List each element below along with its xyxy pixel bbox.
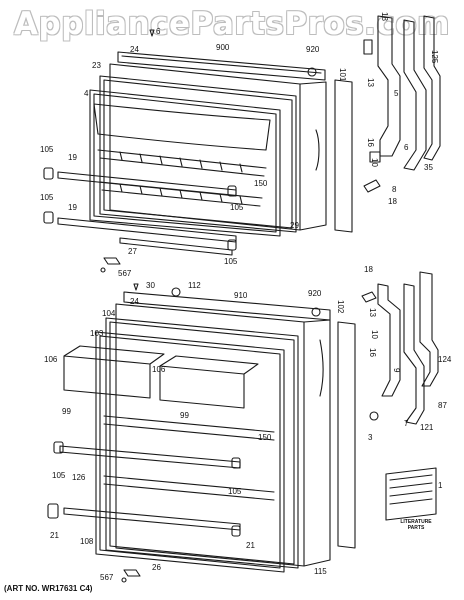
callout-fresh-24: 24: [130, 297, 139, 306]
freezer-hinge-3: [423, 15, 441, 161]
callout-fresh-3: 3: [368, 433, 373, 442]
callout-freezer-18-bottom: 18: [388, 197, 397, 206]
callout-fresh-124: 124: [438, 355, 452, 364]
callout-fresh-16: 16: [368, 348, 377, 357]
callout-fresh-7: 7: [404, 419, 409, 428]
callout-freezer-6b: 6: [404, 143, 409, 152]
callout-fresh-99-b: 99: [180, 411, 189, 420]
callout-freezer-125: 125: [430, 50, 439, 64]
freezer-side-strip: [334, 79, 353, 233]
callout-fresh-87: 87: [438, 401, 447, 410]
freezer-hinge-2: [403, 19, 427, 171]
fresh-hinge-1: [377, 283, 401, 397]
callout-fresh-112: 112: [188, 281, 201, 290]
callout-freezer-13: 13: [366, 78, 375, 87]
callout-freezer-27: 27: [128, 247, 137, 256]
callout-freezer-4: 4: [84, 89, 89, 98]
callout-fresh-126: 126: [72, 473, 86, 482]
callout-fresh-103: 103: [90, 329, 104, 338]
freezer-end-cap-2: [43, 211, 54, 224]
callout-fresh-104: 104: [102, 309, 116, 318]
callout-fresh-9: 9: [392, 368, 401, 373]
freezer-top-trim: [117, 51, 326, 81]
callout-freezer-23: 23: [92, 61, 101, 70]
callout-freezer-5: 5: [394, 89, 399, 98]
callout-freezer-29: 29: [290, 221, 299, 230]
callout-fresh-30: 30: [146, 281, 155, 290]
fresh-hinge-3: [419, 271, 439, 387]
freezer-end-cap-3: [227, 185, 237, 197]
freezer-hinge-1: [377, 15, 401, 157]
callout-fresh-150: 150: [258, 433, 272, 442]
freezer-gasket: [99, 75, 297, 233]
callout-fresh-99-a: 99: [62, 407, 71, 416]
fresh-side-strip: [337, 321, 356, 549]
callout-fresh-115: 115: [314, 567, 327, 576]
callout-fresh-910: 910: [234, 291, 248, 300]
fresh-dairy-door-1: [63, 345, 165, 399]
callout-fresh-106-b: 106: [152, 365, 166, 374]
callout-freezer-35: 35: [424, 163, 433, 172]
callout-fresh-108: 108: [80, 537, 94, 546]
freezer-inner-door: [89, 89, 281, 237]
fresh-top-trim: [123, 291, 331, 321]
fresh-shelf-bar-1: [59, 445, 241, 469]
callout-fresh-1: 1: [438, 481, 443, 490]
freezer-door-assembly: [43, 15, 441, 273]
fresh-inner-door: [95, 331, 285, 573]
freezer-outer-door: [109, 63, 327, 231]
literature-label: LITERATURE PARTS: [400, 519, 432, 531]
freezer-shelf-bar-1: [57, 171, 237, 197]
callout-fresh-102: 102: [336, 300, 345, 314]
callout-fresh-21-b: 21: [246, 541, 255, 550]
callout-fresh-13: 13: [368, 308, 377, 317]
fresh-shelf-bar-2: [63, 507, 241, 531]
callout-fresh-21-a: 21: [50, 531, 59, 540]
callout-freezer-18-top: 18: [380, 12, 389, 21]
callout-freezer-8: 8: [392, 185, 397, 194]
callout-freezer-10: 10: [370, 158, 379, 167]
callout-freezer-105-a: 105: [40, 145, 54, 154]
callout-freezer-150: 150: [254, 179, 268, 188]
callout-fresh-26: 26: [152, 563, 161, 572]
freezer-shelf-bar-3: [119, 237, 233, 256]
callout-fresh-10: 10: [370, 330, 379, 339]
callout-freezer-900: 900: [216, 43, 230, 52]
callout-fresh-920: 920: [308, 289, 322, 298]
callout-freezer-19-b: 19: [68, 203, 77, 212]
callout-fresh-105-b: 105: [228, 487, 242, 496]
callout-freezer-105-d: 105: [224, 257, 238, 266]
freezer-end-cap-1: [43, 167, 54, 180]
callout-freezer-567: 567: [118, 269, 132, 278]
fresh-hinge-2: [403, 283, 425, 425]
callout-freezer-16: 16: [366, 138, 375, 147]
callout-fresh-567: 567: [100, 573, 114, 582]
literature-pack: [385, 467, 437, 521]
callout-freezer-19-a: 19: [68, 153, 77, 162]
fresh-gasket: [105, 317, 299, 569]
art-number: (ART NO. WR17631 C4): [4, 584, 93, 593]
fresh-dairy-door-2: [159, 355, 259, 409]
callout-freezer-6: 6: [156, 27, 161, 36]
callout-freezer-105-c: 105: [230, 203, 244, 212]
callout-freezer-101: 101: [338, 68, 347, 82]
callout-freezer-24: 24: [130, 45, 139, 54]
callout-freezer-105-b: 105: [40, 193, 54, 202]
fresh-food-door-assembly: [47, 271, 439, 583]
callout-fresh-105-a: 105: [52, 471, 66, 480]
callout-fresh-121: 121: [420, 423, 434, 432]
watermark: AppliancePartsPros.com: [14, 6, 450, 42]
callout-freezer-920: 920: [306, 45, 320, 54]
callout-fresh-106-a: 106: [44, 355, 58, 364]
freezer-end-cap-4: [227, 239, 237, 251]
callout-fresh-18: 18: [364, 265, 373, 274]
